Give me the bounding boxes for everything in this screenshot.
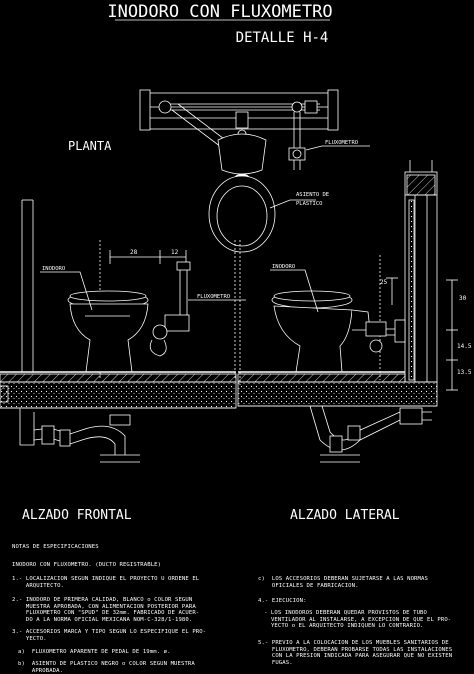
note-1: 1.- LOCALIZACION SEGUN INDIQUE EL PROYEC… [12, 576, 200, 589]
fluxometro-plan-label: FLUXOMETRO [325, 140, 358, 146]
side-elevation [237, 160, 458, 463]
dim-13-5: 13.5 [457, 369, 472, 376]
note-2: 2.- INODORO DE PRIMERA CALIDAD, BLANCO o… [12, 597, 200, 623]
note-c: c) LOS ACCESORIOS DEBERAN SUJETARSE A LA… [258, 576, 428, 589]
note-b: b) ASIENTO DE PLASTICO NEGRO o COLOR SEG… [18, 661, 195, 674]
asiento-label-line2: PLASTICO [296, 201, 323, 207]
plan-view-label: PLANTA [68, 139, 112, 153]
notes-heading: NOTAS DE ESPECIFICACIONES [12, 544, 99, 550]
dim-25: 25 [380, 279, 388, 286]
drawing-title: INODORO CON FLUXOMETRO [107, 2, 332, 22]
inodoro-front-label: INODORO [42, 266, 65, 272]
note-5: 5.- PREVIO A LA COLOCACION DE LOS MUEBLE… [258, 640, 453, 666]
inodoro-side-label: INODORO [272, 264, 295, 270]
dim-12: 12 [171, 249, 179, 256]
front-elevation-label: ALZADO FRONTAL [22, 508, 132, 523]
plan-view [139, 89, 370, 253]
side-elevation-label: ALZADO LATERAL [290, 508, 400, 523]
dim-14-5: 14.5 [457, 343, 472, 350]
asiento-label-line1: ASIENTO DE [296, 192, 329, 198]
dim-30: 30 [459, 295, 467, 302]
note-4: 4.- EJECUCION: [258, 598, 307, 604]
fluxometro-front-label: FLUXOMETRO [197, 294, 230, 300]
dim-28: 28 [130, 249, 138, 256]
detail-title: DETALLE H-4 [236, 30, 329, 46]
note-a: a) FLUXOMETRO APARENTE DE PEDAL DE 19mm.… [18, 649, 171, 655]
front-elevation [0, 199, 246, 463]
note-3: 3.- ACCESORIOS MARCA Y TIPO SEGUN LO ESP… [12, 629, 207, 642]
notes-subheading: INODORO CON FLUXOMETRO. (DUCTO REGISTRAB… [12, 562, 162, 568]
note-4-text: - LOS INODOROS DEBERAN QUEDAR PROVISTOS … [264, 610, 452, 630]
